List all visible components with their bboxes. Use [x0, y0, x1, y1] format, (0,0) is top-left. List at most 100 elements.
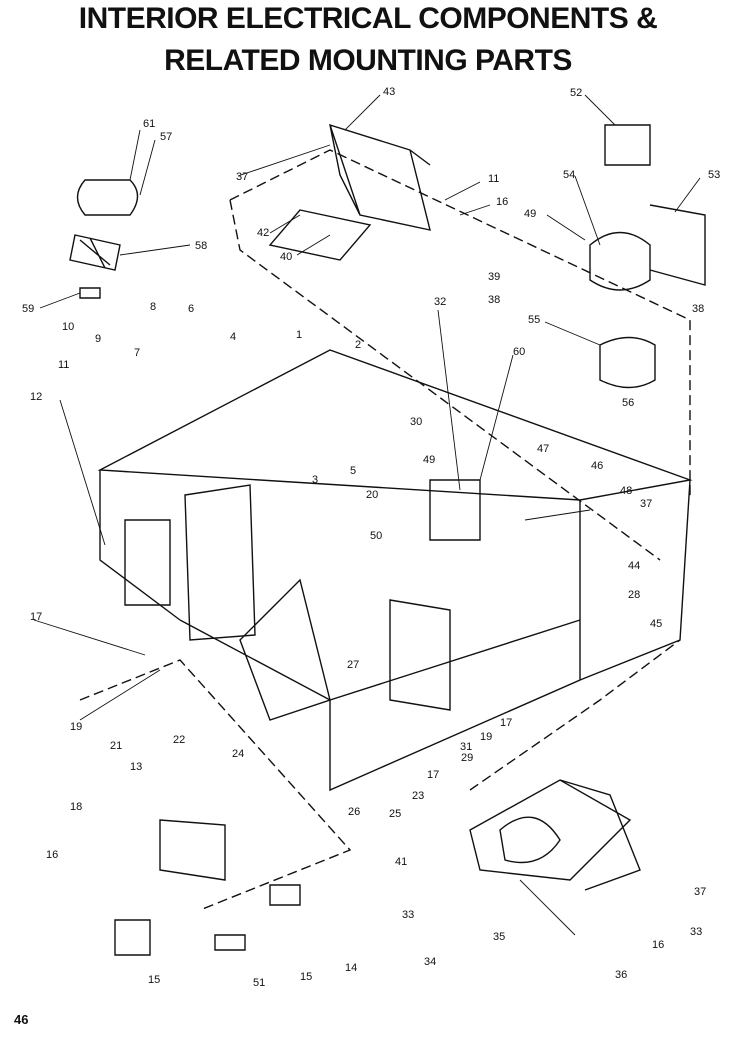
callout-10: 10 [62, 321, 74, 333]
callout-24: 24 [232, 748, 244, 760]
callout-37: 37 [694, 886, 706, 898]
callout-26: 26 [348, 806, 360, 818]
callout-58: 58 [195, 240, 207, 252]
cabinet-body [99, 470, 691, 792]
transformer-part-29 [389, 599, 451, 711]
callout-12: 12 [30, 391, 42, 403]
callout-41: 41 [395, 856, 407, 868]
callout-39: 39 [488, 271, 500, 283]
callout-29: 29 [461, 752, 473, 764]
callout-15: 15 [148, 974, 160, 986]
callout-32: 32 [434, 296, 446, 308]
callout-54: 54 [563, 169, 575, 181]
blower-wheel-part-55 [599, 336, 656, 389]
callout-47: 47 [537, 443, 549, 455]
callout-19: 19 [70, 721, 82, 733]
callout-57: 57 [160, 131, 172, 143]
clip-part-59 [79, 287, 101, 299]
callout-55: 55 [528, 314, 540, 326]
callout-8: 8 [150, 301, 156, 313]
callout-59: 59 [22, 303, 34, 315]
callout-51: 51 [253, 977, 265, 989]
plate-part-40 [268, 209, 372, 261]
callout-16: 16 [496, 196, 508, 208]
callout-38: 38 [488, 294, 500, 306]
page-number: 46 [14, 1012, 29, 1027]
callout-49: 49 [524, 208, 536, 220]
callout-46: 46 [591, 460, 603, 472]
fan-motor-part-54 [589, 231, 651, 291]
callout-56: 56 [622, 397, 634, 409]
callout-1: 1 [296, 329, 302, 341]
spring-part-58 [69, 234, 121, 271]
diagram-title-line-2: RELATED MOUNTING PARTS [164, 44, 572, 77]
control-panel-part-12 [124, 519, 171, 606]
callout-6: 6 [188, 303, 194, 315]
callout-17: 17 [500, 717, 512, 729]
cylinder-part-61 [76, 179, 139, 216]
dashed-outline-bottom [79, 639, 681, 911]
callout-45: 45 [650, 618, 662, 630]
callout-27: 27 [347, 659, 359, 671]
callout-40: 40 [280, 251, 292, 263]
callout-11: 11 [58, 359, 69, 371]
callout-31: 31 [460, 741, 472, 753]
waveguide-part-24 [239, 578, 331, 721]
cabinet-top-panel [97, 349, 693, 501]
callout-61: 61 [143, 118, 155, 130]
callout-15: 15 [300, 971, 312, 983]
leader-lines [33, 94, 701, 936]
diode-part-51 [214, 934, 246, 951]
transformer-part-18 [114, 919, 151, 956]
callout-52: 52 [570, 87, 582, 99]
blower-wheel-part-34 [499, 816, 561, 864]
callout-25: 25 [389, 808, 401, 820]
callout-36: 36 [615, 969, 627, 981]
switch-part-14 [269, 884, 301, 906]
callout-34: 34 [424, 956, 436, 968]
callout-4: 4 [230, 331, 236, 343]
vent-duct-part-43 [328, 123, 431, 231]
circuit-board-part-8 [184, 484, 256, 641]
callout-53: 53 [708, 169, 720, 181]
callout-22: 22 [173, 734, 185, 746]
callout-37: 37 [236, 171, 248, 183]
callout-19: 19 [480, 731, 492, 743]
bracket-part-53 [649, 204, 706, 286]
callout-9: 9 [95, 333, 101, 345]
dashed-outline-top [229, 149, 691, 561]
callout-16: 16 [46, 849, 58, 861]
callout-3: 3 [312, 474, 318, 486]
callout-49: 49 [423, 454, 435, 466]
callout-18: 18 [70, 801, 82, 813]
callout-43: 43 [383, 86, 395, 98]
bracket-part-13 [159, 819, 226, 881]
diagram-title-line-1: INTERIOR ELECTRICAL COMPONENTS & [78, 2, 658, 35]
callout-2: 2 [355, 339, 361, 351]
callout-44: 44 [628, 560, 640, 572]
magnetron-part-47 [429, 479, 481, 541]
callout-33: 33 [402, 909, 414, 921]
callout-21: 21 [110, 740, 122, 752]
callout-37: 37 [640, 498, 652, 510]
callout-28: 28 [628, 589, 640, 601]
blower-housing-part-33 [469, 779, 632, 881]
callout-30: 30 [410, 416, 422, 428]
callout-38: 38 [692, 303, 704, 315]
callout-35: 35 [493, 931, 505, 943]
callout-23: 23 [412, 790, 424, 802]
callout-11: 11 [488, 173, 499, 185]
callout-60: 60 [513, 346, 525, 358]
thermostat-part-52 [604, 124, 651, 166]
bracket-part-37 [559, 779, 641, 891]
callout-33: 33 [690, 926, 702, 938]
callout-17: 17 [30, 611, 42, 623]
callout-7: 7 [134, 347, 140, 359]
callout-13: 13 [130, 761, 142, 773]
cabinet-floor [179, 619, 581, 701]
callout-5: 5 [350, 465, 356, 477]
callout-42: 42 [257, 227, 269, 239]
callout-16: 16 [652, 939, 664, 951]
callout-17: 17 [427, 769, 439, 781]
